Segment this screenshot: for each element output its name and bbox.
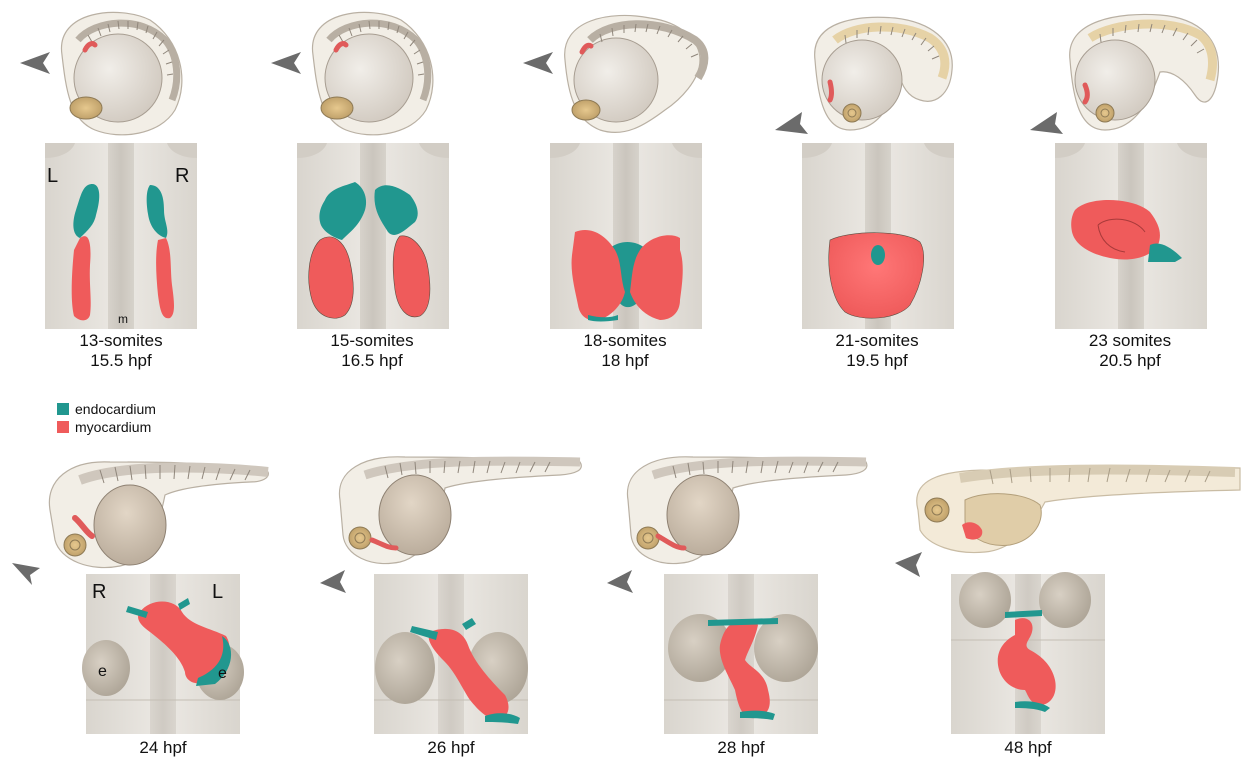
embryo-23-somites bbox=[1070, 14, 1219, 130]
caption-stage: 15-somites bbox=[297, 331, 447, 351]
arrowhead-8 bbox=[607, 570, 633, 593]
embryo-15-somites bbox=[312, 12, 432, 134]
caption-21-somites: 21-somites 19.5 hpf bbox=[802, 331, 952, 371]
caption-time: 26 hpf bbox=[374, 738, 528, 758]
caption-time: 16.5 hpf bbox=[297, 351, 447, 371]
endocardium-legend-label: endocardium bbox=[75, 401, 156, 417]
caption-time: 18 hpf bbox=[550, 351, 700, 371]
caption-18-somites: 18-somites 18 hpf bbox=[550, 331, 700, 371]
arrowhead-5 bbox=[1030, 112, 1063, 134]
arrowhead-4 bbox=[775, 112, 808, 134]
endocardium-swatch bbox=[57, 403, 69, 415]
caption-time: 48 hpf bbox=[951, 738, 1105, 758]
panel-48-hpf bbox=[951, 572, 1105, 734]
arrowhead-2 bbox=[271, 52, 301, 74]
caption-26-hpf: 26 hpf bbox=[374, 738, 528, 758]
caption-28-hpf: 28 hpf bbox=[664, 738, 818, 758]
panel-23-somites bbox=[1055, 143, 1207, 329]
caption-time: 15.5 hpf bbox=[46, 351, 196, 371]
midline-label: m bbox=[118, 312, 128, 326]
caption-time: 19.5 hpf bbox=[802, 351, 952, 371]
right-label: R bbox=[175, 165, 189, 187]
caption-time: 24 hpf bbox=[86, 738, 240, 758]
arrowhead-6 bbox=[12, 563, 40, 585]
caption-stage: 13-somites bbox=[46, 331, 196, 351]
arrowhead-3 bbox=[523, 52, 553, 74]
left-label-bottom: L bbox=[212, 581, 223, 603]
left-label: L bbox=[47, 165, 58, 187]
caption-23-somites: 23 somites 20.5 hpf bbox=[1055, 331, 1205, 371]
arrowhead-9 bbox=[895, 552, 922, 577]
myocardium-swatch bbox=[57, 421, 69, 433]
caption-24-hpf: 24 hpf bbox=[86, 738, 240, 758]
eye-label-left: e bbox=[98, 663, 107, 680]
panel-24-hpf: R L e e bbox=[82, 574, 244, 734]
panel-13-somites: L R m bbox=[45, 143, 197, 329]
panel-26-hpf bbox=[374, 574, 528, 734]
caption-48-hpf: 48 hpf bbox=[951, 738, 1105, 758]
embryo-18-somites bbox=[565, 15, 705, 132]
arrowhead-7 bbox=[320, 570, 346, 593]
myocardium-legend-label: myocardium bbox=[75, 419, 151, 435]
caption-time: 20.5 hpf bbox=[1055, 351, 1205, 371]
arrowhead-1 bbox=[20, 52, 50, 74]
caption-15-somites: 15-somites 16.5 hpf bbox=[297, 331, 447, 371]
embryo-48-hpf bbox=[917, 467, 1240, 552]
caption-stage: 23 somites bbox=[1055, 331, 1205, 351]
caption-stage: 21-somites bbox=[802, 331, 952, 351]
panel-28-hpf bbox=[664, 574, 818, 734]
panel-15-somites bbox=[297, 143, 449, 329]
panel-18-somites bbox=[550, 143, 702, 329]
right-label-bottom: R bbox=[92, 581, 106, 603]
embryo-24-hpf bbox=[49, 462, 268, 568]
embryo-21-somites bbox=[815, 17, 953, 130]
embryo-28-hpf bbox=[627, 457, 866, 564]
embryo-26-hpf bbox=[339, 457, 581, 564]
caption-13-somites: 13-somites 15.5 hpf bbox=[46, 331, 196, 371]
caption-time: 28 hpf bbox=[664, 738, 818, 758]
embryo-13-somites bbox=[61, 12, 181, 134]
caption-stage: 18-somites bbox=[550, 331, 700, 351]
eye-label-right: e bbox=[218, 665, 227, 682]
panel-21-somites bbox=[802, 143, 954, 329]
